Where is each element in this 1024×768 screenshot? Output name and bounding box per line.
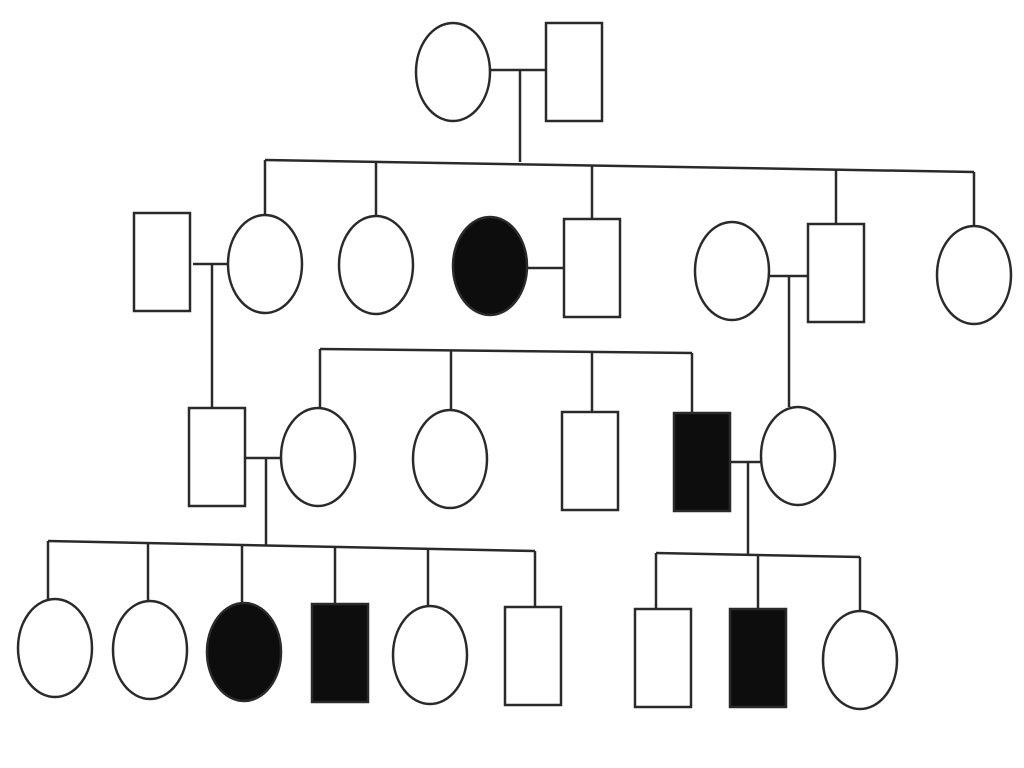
g4-female-2-circle (111, 599, 189, 701)
g3-male-3-square (560, 410, 620, 512)
g1-female-circle (414, 21, 492, 123)
g3-son-1-square (187, 406, 247, 508)
g4-affected-female-circle (205, 601, 283, 703)
g4-affected-male-2-square (728, 607, 788, 709)
g4-male-7-square (633, 607, 693, 709)
g2-daughter-1-circle (226, 213, 304, 315)
g2-daughter-2-circle (337, 214, 415, 316)
g4-female-1-circle (16, 597, 94, 699)
g3-married-in-female-1-circle (279, 406, 357, 508)
g3-female-2-circle (411, 408, 489, 510)
individuals (16, 21, 1013, 711)
g2-son-1-square (562, 217, 622, 319)
relationship-lines (46, 68, 976, 612)
g2-married-in-female-circle (693, 220, 771, 322)
sibship-line (47, 539, 536, 553)
g4-female-5-circle (391, 604, 469, 706)
g3-affected-male-square (672, 411, 732, 513)
g4-male-6-square (503, 605, 563, 707)
g2-affected-female-circle (451, 215, 529, 317)
g4-affected-male-1-square (310, 602, 370, 704)
g1-male-square (544, 21, 604, 123)
sibship-line (264, 158, 975, 174)
g3-daughter-circle (759, 405, 837, 507)
g4-female-9-circle (821, 609, 899, 711)
g2-married-in-male-square (132, 211, 192, 313)
g2-son-2-square (806, 222, 866, 324)
sibship-line (319, 347, 693, 355)
g2-daughter-4-circle (935, 224, 1013, 326)
